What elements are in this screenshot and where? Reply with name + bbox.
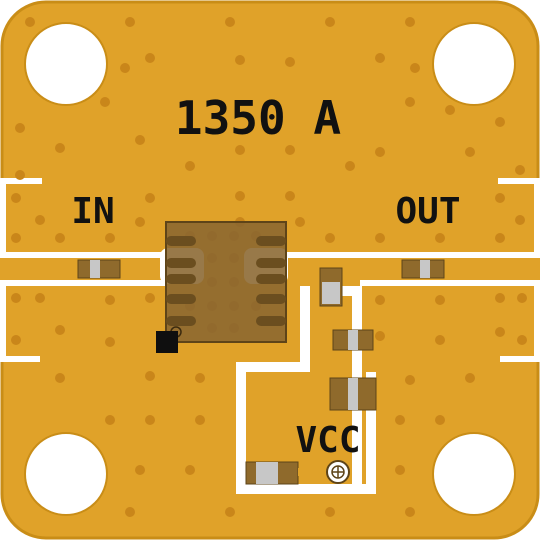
amplifier-ic: [160, 221, 288, 343]
vcc-label: VCC: [295, 420, 360, 461]
output-port-label: OUT: [395, 191, 460, 232]
bias-inductor: [319, 267, 343, 307]
input-capacitor: [77, 259, 121, 279]
pin-one-marker-icon: [156, 331, 178, 353]
vcc-capacitor: [245, 461, 299, 485]
bias-resistor: [332, 329, 374, 351]
input-port-label: IN: [71, 191, 114, 232]
bypass-capacitor: [329, 377, 377, 411]
part-number-label: 1350 A: [175, 91, 341, 145]
mounting-hole-icon: [24, 22, 516, 516]
test-point-icon: [298, 460, 350, 484]
output-capacitor: [401, 259, 445, 279]
